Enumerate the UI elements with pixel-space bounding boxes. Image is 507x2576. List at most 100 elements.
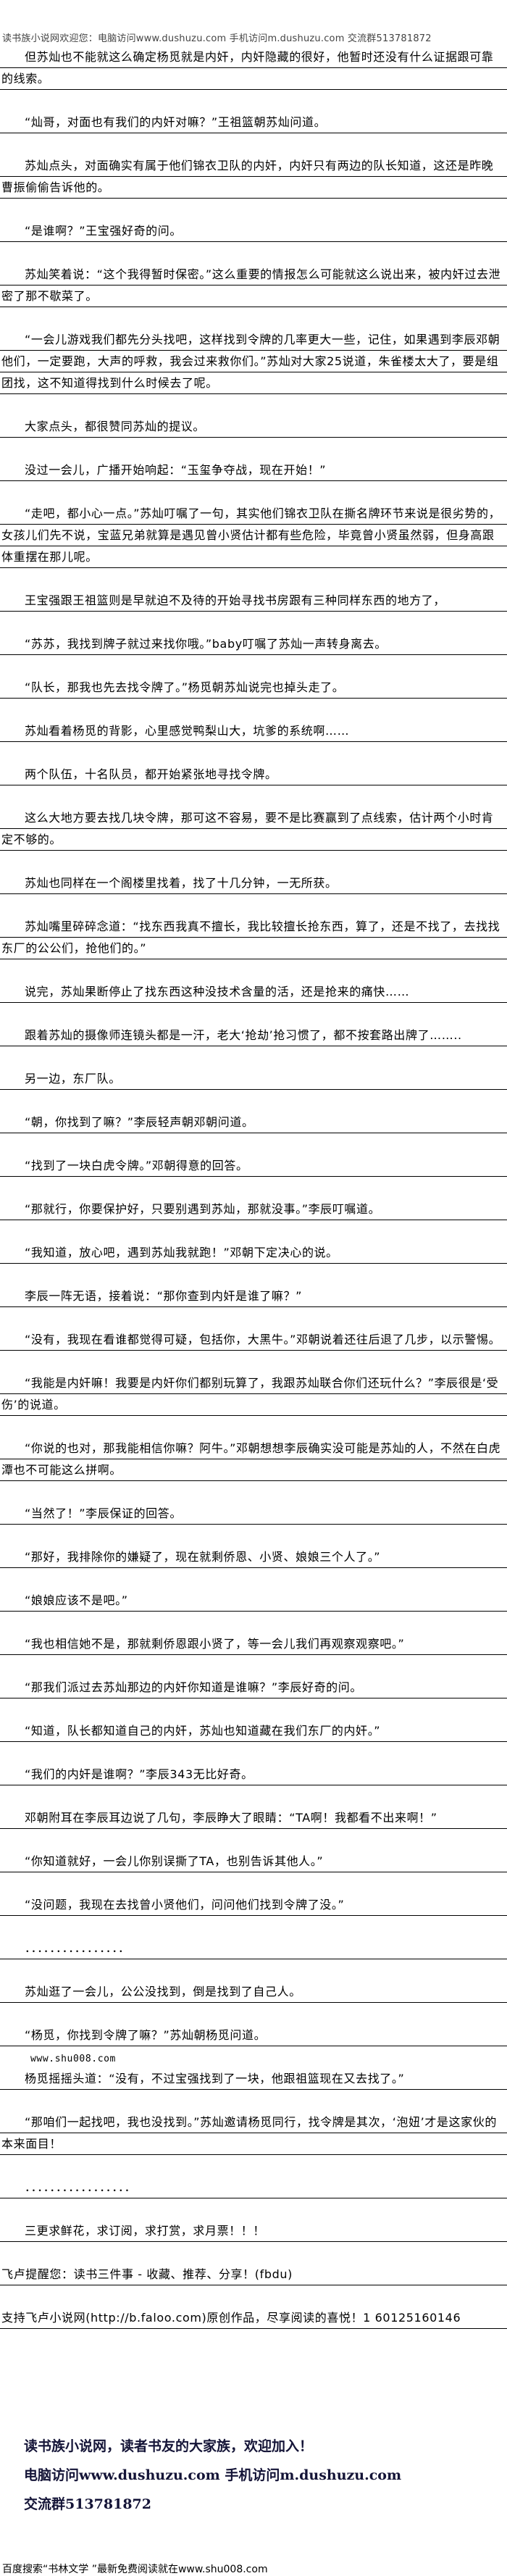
- paragraph-text: “走吧，都小心一点。”苏灿叮嘱了一句，其实他们锦衣卫队在撕名牌环节来说是很劣势的…: [1, 507, 501, 564]
- paragraph: “那好，我排除你的嫌疑了，现在就剩侨恩、小贤、娘娘三个人了。”: [0, 1546, 507, 1568]
- paragraph-text: 这么大地方要去找几块令牌，那可这不容易，要不是比赛赢到了点线索，估计两个小时肯定…: [1, 811, 494, 846]
- paragraph: ．．．．．．．．．．．．．．．．．: [0, 2177, 507, 2198]
- paragraph-text: 两个队伍，十名队员，都开始紧张地寻找令牌。: [25, 767, 277, 781]
- paragraph-text: “是谁啊？”王宝强好奇的问。: [25, 224, 182, 238]
- paragraph-text: “我知道，放心吧，遇到苏灿我就跑！”邓朝下定决心的说。: [25, 1246, 338, 1259]
- paragraph: www.shu008.com 杨觅摇摇头道：“没有，不过宝强找到了一块，他跟祖篮现…: [0, 2054, 507, 2090]
- paragraph-text: “那我们派过去苏灿那边的内奸你知道是谁嘛？”李辰好奇的问。: [25, 1680, 362, 1694]
- paragraph: “杨觅，你找到令牌了嘛？”苏灿朝杨觅问道。: [0, 2025, 507, 2046]
- paragraph: 两个队伍，十名队员，都开始紧张地寻找令牌。: [0, 764, 507, 785]
- paragraph-text: “杨觅，你找到令牌了嘛？”苏灿朝杨觅问道。: [25, 2028, 267, 2042]
- paragraph: “那我们派过去苏灿那边的内奸你知道是谁嘛？”李辰好奇的问。: [0, 1677, 507, 1698]
- paragraph-text: 苏灿看着杨觅的背影，心里感觉鸭梨山大，坑爹的系统啊……: [25, 724, 350, 738]
- paragraph-text: 另一边，东厂队。: [25, 1072, 121, 1085]
- paragraph-text: ．．．．．．．．．．．．．．．．．: [25, 2180, 137, 2194]
- paragraph: 大家点头，都很赞同苏灿的提议。: [0, 416, 507, 438]
- paragraph-text: 苏灿笑着说：“这个我得暂时保密。”这么重要的情报怎么可能就这么说出来，被内奸过去…: [1, 267, 501, 303]
- paragraph-text: 没过一会儿，广播开始响起：“玉玺争夺战，现在开始！”: [25, 463, 327, 477]
- paragraph: 说完，苏灿果断停止了找东西这种没技术含量的活，还是抢来的痛快……: [0, 981, 507, 1003]
- paragraph-text: 飞卢提醒您：读书三件事 - 收藏、推荐、分享！(fbdu): [1, 2267, 293, 2281]
- paragraph: “你知道就好，一会儿你别误撕了TA，也别告诉其他人。”: [0, 1851, 507, 1872]
- paragraph-text: 苏灿也同样在一个阁楼里找着，找了十几分钟，一无所获。: [25, 876, 338, 890]
- paragraph-text: “没有，我现在看谁都觉得可疑，包括你，大黑牛。”邓朝说着还往后退了几步，以示警惕…: [25, 1333, 501, 1346]
- paragraph: 另一边，东厂队。: [0, 1068, 507, 1090]
- paragraph-text: “朝，你找到了嘛？”李辰轻声朝邓朝问道。: [25, 1115, 254, 1129]
- paragraph-text: “娘娘应该不是吧。”: [25, 1593, 128, 1607]
- paragraph-text: 三更求鲜花，求订阅，求打赏，求月票！！！: [25, 2224, 266, 2238]
- paragraph-text: “灿哥，对面也有我们的内奸对嘛？”王祖篮朝苏灿问道。: [25, 115, 327, 129]
- paragraph: “娘娘应该不是吧。”: [0, 1590, 507, 1612]
- paragraph: 苏灿嘴里碎碎念道：“找东西我真不擅长，我比较擅长抢东西，算了，还是不找了，去找找…: [0, 916, 507, 959]
- paragraph-text: “我能是内奸嘛！我要是内奸你们都别玩算了，我跟苏灿联合你们还玩什么？”李辰很是‘…: [1, 1376, 499, 1412]
- paragraph-text: “你说的也对，那我能相信你嘛？阿牛。”邓朝想想李辰确实没可能是苏灿的人，不然在白…: [1, 1441, 501, 1477]
- site-header-banner: 读书族小说网欢迎您：电脑访问www.dushuzu.com 手机访问m.dush…: [2, 33, 432, 44]
- paragraph: 李辰一阵无语，接着说：“那你查到内奸是谁了嘛？”: [0, 1285, 507, 1307]
- paragraph-text: 跟着苏灿的摄像师连镜头都是一汗，老大‘抢劫’抢习惯了，都不按套路出牌了……..: [25, 1028, 462, 1042]
- paragraph: 邓朝附耳在李辰耳边说了几句，李辰睁大了眼睛：“TA啊！我都看不出来啊！”: [0, 1807, 507, 1829]
- paragraph-text: “知道，队长都知道自己的内奸，苏灿也知道藏在我们东厂的内奸。”: [25, 1724, 381, 1738]
- paragraph: 这么大地方要去找几块令牌，那可这不容易，要不是比赛赢到了点线索，估计两个小时肯定…: [0, 807, 507, 851]
- paragraph-text: 支持飞卢小说网(http://b.faloo.com)原创作品，尽享阅读的喜悦！…: [1, 2311, 461, 2325]
- paragraph-text: “你知道就好，一会儿你别误撕了TA，也别告诉其他人。”: [25, 1854, 324, 1868]
- paragraph: “苏苏，我找到牌子就过来找你哦。”baby叮嘱了苏灿一声转身离去。: [0, 633, 507, 655]
- paragraph-text: “找到了一块白虎令牌。”邓朝得意的回答。: [25, 1159, 248, 1172]
- paragraph-text: “一会儿游戏我们都先分头找吧，这样找到令牌的几率更大一些，记住，如果遇到李辰邓朝…: [1, 333, 500, 390]
- paragraph: 王宝强跟王祖篮则是早就迫不及待的开始寻找书房跟有三种同样东西的地方了，: [0, 590, 507, 612]
- paragraph: 苏灿看着杨觅的背影，心里感觉鸭梨山大，坑爹的系统啊……: [0, 720, 507, 742]
- paragraph: 三更求鲜花，求订阅，求打赏，求月票！！！: [0, 2220, 507, 2242]
- paragraph: “你说的也对，那我能相信你嘛？阿牛。”邓朝想想李辰确实没可能是苏灿的人，不然在白…: [0, 1438, 507, 1481]
- paragraph: “知道，队长都知道自己的内奸，苏灿也知道藏在我们东厂的内奸。”: [0, 1720, 507, 1742]
- paragraph-text: 说完，苏灿果断停止了找东西这种没技术含量的活，还是抢来的痛快……: [25, 985, 410, 999]
- paragraph: “我能是内奸嘛！我要是内奸你们都别玩算了，我跟苏灿联合你们还玩什么？”李辰很是‘…: [0, 1372, 507, 1416]
- paragraph-text: “队长，那我也先去找令牌了。”杨觅朝苏灿说完也掉头走了。: [25, 680, 345, 694]
- paragraph: “我也相信她不是，那就剩侨恩跟小贤了，等一会儿我们再观察观察吧。”: [0, 1633, 507, 1655]
- paragraph: “那就行，你要保护好，只要别遇到苏灿，那就没事。”李辰叮嘱道。: [0, 1199, 507, 1220]
- paragraph-text: 杨觅摇摇头道：“没有，不过宝强找到了一块，他跟祖篮现在又去找了。”: [25, 2072, 405, 2085]
- footer-access-links: 电脑访问www.dushuzu.com 手机访问m.dushuzu.com: [24, 2467, 402, 2483]
- paragraph-text: “那好，我排除你的嫌疑了，现在就剩侨恩、小贤、娘娘三个人了。”: [25, 1550, 381, 1564]
- paragraph: 苏灿逛了一会儿，公公没找到，倒是找到了自己人。: [0, 1981, 507, 2003]
- chapter-body: 但苏灿也不能就这么确定杨觅就是内奸，内奸隐藏的很好，他暂时还没有什么证据跟可靠的…: [0, 46, 507, 2351]
- paragraph-text: “我也相信她不是，那就剩侨恩跟小贤了，等一会儿我们再观察观察吧。”: [25, 1637, 405, 1651]
- paragraph-text: ．．．．．．．．．．．．．．．．: [25, 1941, 130, 1955]
- paragraph: 没过一会儿，广播开始响起：“玉玺争夺战，现在开始！”: [0, 459, 507, 481]
- inline-site-watermark: www.shu008.com: [30, 2054, 116, 2064]
- paragraph-text: “那就行，你要保护好，只要别遇到苏灿，那就没事。”李辰叮嘱道。: [25, 1202, 381, 1216]
- paragraph: “朝，你找到了嘛？”李辰轻声朝邓朝问道。: [0, 1112, 507, 1133]
- paragraph: 苏灿点头，对面确实有属于他们锦衣卫队的内奸，内奸只有两边的队长知道，这还是昨晚曹…: [0, 155, 507, 199]
- paragraph: “是谁啊？”王宝强好奇的问。: [0, 220, 507, 242]
- paragraph: 飞卢提醒您：读书三件事 - 收藏、推荐、分享！(fbdu): [0, 2264, 507, 2285]
- paragraph: “灿哥，对面也有我们的内奸对嘛？”王祖篮朝苏灿问道。: [0, 112, 507, 133]
- paragraph-text: “没问题，我现在去找曾小贤他们，问问他们找到令牌了没。”: [25, 1898, 345, 1912]
- paragraph: 苏灿也同样在一个阁楼里找着，找了十几分钟，一无所获。: [0, 872, 507, 894]
- paragraph: 苏灿笑着说：“这个我得暂时保密。”这么重要的情报怎么可能就这么说出来，被内奸过去…: [0, 264, 507, 307]
- paragraph: “找到了一块白虎令牌。”邓朝得意的回答。: [0, 1155, 507, 1177]
- paragraph: “没问题，我现在去找曾小贤他们，问问他们找到令牌了没。”: [0, 1894, 507, 1916]
- paragraph-text: 大家点头，都很赞同苏灿的提议。: [25, 420, 206, 433]
- paragraph-text: “苏苏，我找到牌子就过来找你哦。”baby叮嘱了苏灿一声转身离去。: [25, 637, 387, 651]
- paragraph: “当然了！”李辰保证的回答。: [0, 1503, 507, 1525]
- paragraph: “没有，我现在看谁都觉得可疑，包括你，大黑牛。”邓朝说着还往后退了几步，以示警惕…: [0, 1329, 507, 1351]
- paragraph-text: “我们的内奸是谁啊？”李辰343无比好奇。: [25, 1767, 254, 1781]
- paragraph-text: 但苏灿也不能就这么确定杨觅就是内奸，内奸隐藏的很好，他暂时还没有什么证据跟可靠的…: [1, 50, 494, 86]
- paragraph: “走吧，都小心一点。”苏灿叮嘱了一句，其实他们锦衣卫队在撕名牌环节来说是很劣势的…: [0, 503, 507, 568]
- search-promo: 百度搜索“书林文学 ”最新免费阅读就在www.shu008.com: [2, 2564, 268, 2575]
- paragraph-text: 李辰一阵无语，接着说：“那你查到内奸是谁了嘛？”: [25, 1289, 302, 1303]
- paragraph-text: 苏灿嘴里碎碎念道：“找东西我真不擅长，我比较擅长抢东西，算了，还是不找了，去找找…: [1, 920, 500, 955]
- paragraph-text: “当然了！”李辰保证的回答。: [25, 1506, 182, 1520]
- footer-group-number: 交流群513781872: [24, 2496, 151, 2512]
- paragraph-text: 苏灿点头，对面确实有属于他们锦衣卫队的内奸，内奸只有两边的队长知道，这还是昨晚曹…: [1, 159, 494, 194]
- paragraph: “一会儿游戏我们都先分头找吧，这样找到令牌的几率更大一些，记住，如果遇到李辰邓朝…: [0, 329, 507, 394]
- paragraph: “我知道，放心吧，遇到苏灿我就跑！”邓朝下定决心的说。: [0, 1242, 507, 1264]
- paragraph: 跟着苏灿的摄像师连镜头都是一汗，老大‘抢劫’抢习惯了，都不按套路出牌了……..: [0, 1025, 507, 1046]
- paragraph-text: “那咱们一起找吧，我也没找到。”苏灿邀请杨觅同行，找令牌是其次，‘泡妞’才是这家…: [1, 2115, 497, 2151]
- paragraph: 支持飞卢小说网(http://b.faloo.com)原创作品，尽享阅读的喜悦！…: [0, 2307, 507, 2329]
- paragraph: 但苏灿也不能就这么确定杨觅就是内奸，内奸隐藏的很好，他暂时还没有什么证据跟可靠的…: [0, 46, 507, 90]
- site-footer: 读书族小说网，读者书友的大家族，欢迎加入！ 电脑访问www.dushuzu.co…: [24, 2436, 401, 2523]
- paragraph: ．．．．．．．．．．．．．．．．: [0, 1938, 507, 1959]
- paragraph: “队长，那我也先去找令牌了。”杨觅朝苏灿说完也掉头走了。: [0, 677, 507, 699]
- paragraph-text: 王宝强跟王祖篮则是早就迫不及待的开始寻找书房跟有三种同样东西的地方了，: [25, 593, 446, 607]
- footer-welcome: 读书族小说网，读者书友的大家族，欢迎加入！: [24, 2438, 314, 2454]
- paragraph-text: 邓朝附耳在李辰耳边说了几句，李辰睁大了眼睛：“TA啊！我都看不出来啊！”: [25, 1811, 437, 1825]
- paragraph: “我们的内奸是谁啊？”李辰343无比好奇。: [0, 1764, 507, 1785]
